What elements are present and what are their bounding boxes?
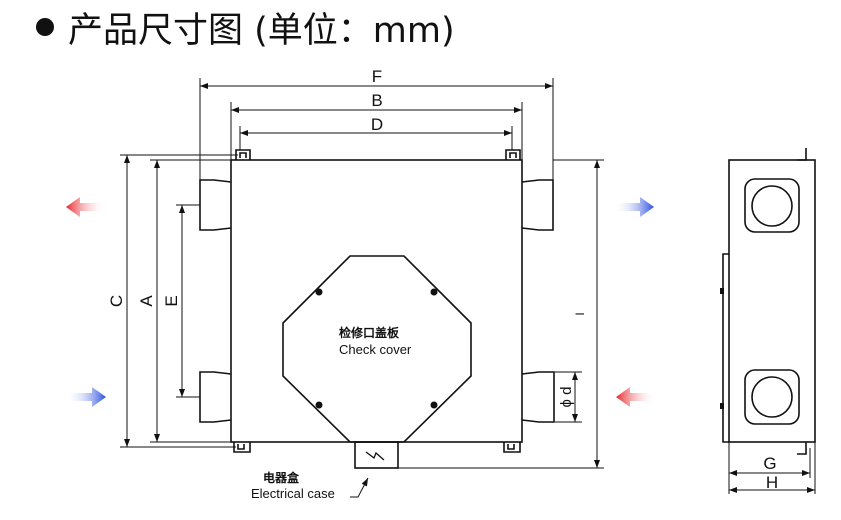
electrical-case-label-cn: 电器盒 (263, 470, 300, 485)
electrical-case (354, 441, 399, 469)
bracket (235, 149, 251, 160)
duct-right-bottom (521, 371, 555, 423)
dim-G: G (763, 454, 776, 473)
dim-I: I (573, 312, 587, 315)
dim-A: A (137, 295, 156, 307)
dim-H: H (766, 473, 778, 492)
side-duct-circle (751, 376, 793, 418)
side-duct-frame (744, 178, 800, 233)
arrow-blue-right-icon (66, 387, 106, 407)
arrow-red-left-icon (616, 387, 656, 407)
arrow-red-left-icon (66, 197, 106, 217)
main-body (230, 159, 523, 443)
bracket (505, 149, 521, 160)
side-view-body (728, 159, 816, 443)
duct-left-top (199, 179, 232, 231)
page-title: 产品尺寸图 (单位：mm) (36, 2, 455, 53)
bracket (503, 442, 521, 453)
dim-D: D (371, 115, 383, 134)
duct-right-top (521, 179, 554, 231)
bracket (233, 442, 251, 453)
duct-left-bottom (199, 371, 232, 423)
dim-F: F (372, 67, 382, 86)
side-panel (722, 253, 729, 443)
check-cover (282, 255, 472, 443)
check-cover-label-cn: 检修口盖板 (339, 325, 400, 340)
dim-d: ϕ d (558, 387, 575, 408)
airflow-arrows (66, 197, 656, 407)
check-cover-label-en: Check cover (339, 342, 412, 357)
bullet-icon (36, 18, 54, 36)
dim-E: E (162, 295, 181, 306)
side-duct-frame (744, 369, 800, 425)
arrow-blue-right-icon (614, 197, 654, 217)
dim-B: B (371, 91, 382, 110)
title-text: 产品尺寸图 (单位：mm) (68, 11, 455, 51)
side-duct-circle (751, 185, 793, 227)
dim-C: C (107, 295, 126, 307)
electrical-case-label-en: Electrical case (251, 486, 335, 501)
